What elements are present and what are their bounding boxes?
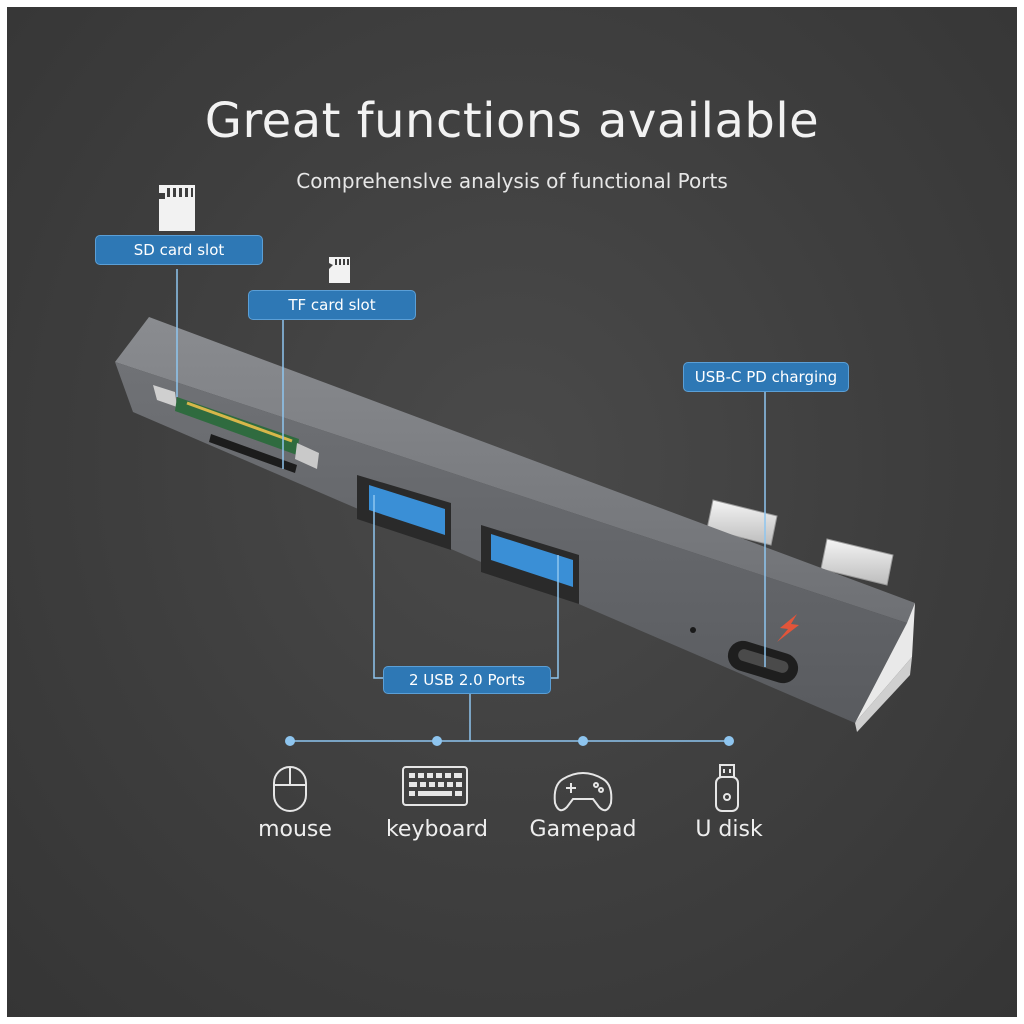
sd-card-icon xyxy=(159,185,195,231)
gamepad-icon xyxy=(553,772,613,812)
sd-card-slot-label: SD card slot xyxy=(95,235,263,265)
device-label-u-disk: U disk xyxy=(695,817,763,842)
usb-port-2 xyxy=(481,525,579,604)
device-label-mouse: mouse xyxy=(258,817,332,842)
device-label-gamepad: Gamepad xyxy=(529,817,637,842)
lightning-icon xyxy=(777,614,799,642)
callout-lines xyxy=(176,269,766,742)
keyboard-icon xyxy=(402,766,468,806)
sd-card-slot xyxy=(153,385,319,469)
product-canvas: Great functions available Comprehenslve … xyxy=(7,7,1017,1017)
led-indicator xyxy=(690,627,696,633)
usb-c-plug-2 xyxy=(820,538,894,586)
usb-c-port xyxy=(727,640,799,684)
tf-card-slot xyxy=(209,434,297,473)
mouse-icon xyxy=(273,766,307,812)
connector-dots xyxy=(285,736,734,746)
tf-card-icon xyxy=(329,257,350,283)
page-subtitle: Comprehenslve analysis of functional Por… xyxy=(296,169,728,193)
page-title: Great functions available xyxy=(204,93,820,149)
usb-port-1 xyxy=(357,475,451,550)
hub-end-cap xyxy=(855,603,915,723)
usb-drive-icon xyxy=(715,764,739,812)
usb-ports-label: 2 USB 2.0 Ports xyxy=(383,666,551,694)
usb-c-pd-charging-label: USB-C PD charging xyxy=(683,362,849,392)
hub-illustration xyxy=(115,185,915,812)
tf-card-slot-label: TF card slot xyxy=(248,290,416,320)
usb-c-plug-1 xyxy=(706,499,778,546)
hub-top-face xyxy=(115,317,915,623)
device-label-keyboard: keyboard xyxy=(385,817,489,842)
